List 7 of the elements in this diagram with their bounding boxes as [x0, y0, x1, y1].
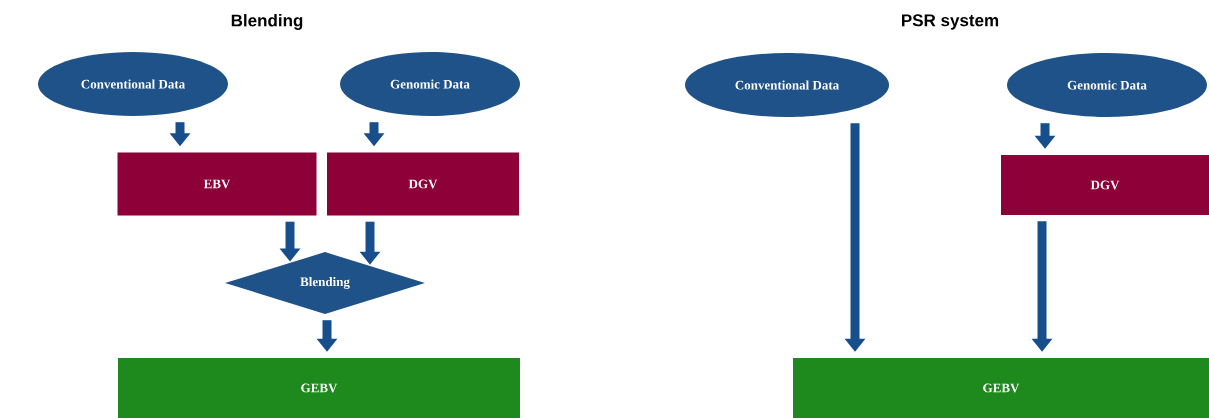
- process-box: GEBV: [793, 358, 1209, 418]
- process-box: EBV: [117, 152, 317, 216]
- process-box: DGV: [1001, 155, 1209, 215]
- process-box: DGV: [327, 152, 519, 216]
- panel-title: Blending: [231, 14, 303, 30]
- panel-title: PSR system: [902, 14, 999, 30]
- process-box: GEBV: [118, 358, 520, 418]
